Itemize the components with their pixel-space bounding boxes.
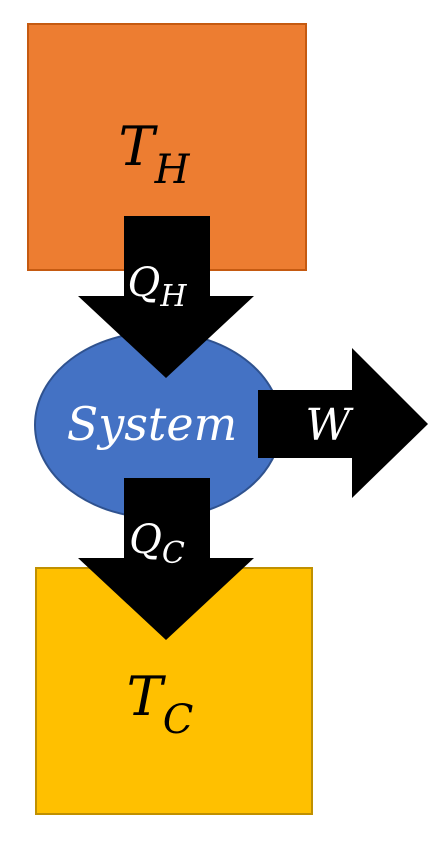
- cold-reservoir-symbol: T: [127, 665, 167, 728]
- system-label: System: [67, 397, 237, 451]
- heat-out-label: QC: [129, 517, 185, 571]
- heat-out-subscript: C: [162, 536, 185, 571]
- hot-reservoir-symbol: T: [119, 115, 159, 178]
- heat-out-arrow: [78, 478, 254, 640]
- work-label: W: [305, 400, 354, 451]
- cold-reservoir-subscript: C: [163, 697, 194, 743]
- heat-in-label: QH: [128, 260, 188, 314]
- hot-reservoir-label: TH: [119, 115, 191, 193]
- cold-reservoir-label: TC: [127, 665, 194, 743]
- work-arrow: [258, 348, 428, 498]
- heat-in-subscript: H: [159, 279, 187, 314]
- hot-reservoir-subscript: H: [154, 147, 191, 193]
- heat-out-symbol: Q: [129, 517, 162, 563]
- heat-in-arrow: [78, 216, 254, 378]
- heat-in-symbol: Q: [128, 260, 161, 306]
